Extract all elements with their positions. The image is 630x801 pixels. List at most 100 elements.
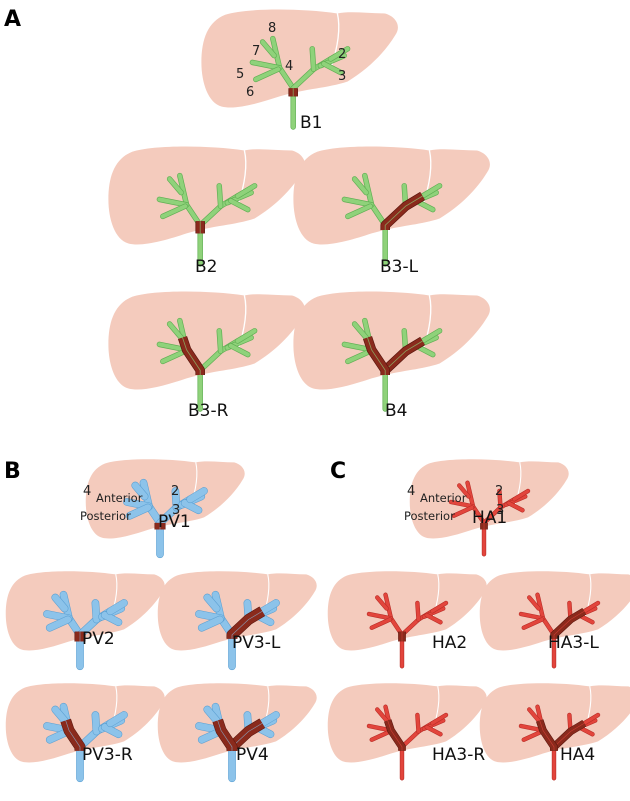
falciform-fissure [583, 686, 592, 732]
falciform-fissure [236, 150, 247, 207]
segment-label: 2 [495, 484, 503, 499]
vessel-branch [258, 599, 280, 615]
vessel-branch [167, 321, 184, 340]
vessel-branch [449, 500, 475, 509]
figure-label-ha2: HA2 [432, 633, 467, 653]
panel-letter-b: B [4, 459, 21, 484]
panel-letter-c: C [330, 459, 346, 484]
vessel-branch [217, 183, 223, 209]
vessel-branch [582, 713, 600, 725]
vessel-branch [46, 616, 72, 632]
vessel-branch [126, 504, 152, 520]
falciform-fissure [421, 295, 432, 352]
figure-label-b2: B2 [195, 257, 217, 277]
vessel-lumen [387, 720, 403, 751]
vessel-branch [507, 501, 525, 512]
vessel-branch [217, 328, 223, 354]
liver-figure-ha4 [479, 683, 630, 781]
figure-label-b1: B1 [300, 113, 322, 133]
panel-letter-a: A [4, 7, 21, 32]
figure-label-ha3-l: HA3-L [548, 633, 599, 653]
vessel-branch [101, 723, 122, 738]
liver-figure-b3-l [293, 146, 490, 267]
segment-label: 4 [407, 484, 415, 499]
vessel-branch [370, 729, 392, 742]
direction-label-anterior: Anterior [96, 491, 143, 505]
vessel-branch [375, 595, 389, 611]
vessel-branch [420, 183, 442, 199]
vessel-branch [457, 483, 471, 499]
vessel-branch [172, 487, 180, 511]
vessel-branch [92, 599, 100, 623]
vessel-branch [131, 482, 148, 500]
vessel-lumen [182, 337, 201, 376]
vessel-branch [101, 611, 122, 626]
figure-label-ha1: HA1 [472, 508, 507, 528]
vessel-branch [51, 594, 68, 612]
falciform-fissure [431, 686, 440, 732]
segment-label: 4 [285, 59, 293, 74]
direction-label-anterior: Anterior [420, 491, 467, 505]
liver-figure-pv4 [157, 683, 317, 783]
falciform-fissure [431, 574, 440, 620]
vessel-branch [352, 321, 369, 340]
vessel-branch [497, 489, 503, 510]
liver-silhouette [108, 291, 305, 390]
falciform-fissure [236, 295, 247, 352]
liver-figure-pv3-r [5, 683, 165, 783]
liver-silhouette [108, 146, 305, 245]
vessel-branch [430, 713, 448, 725]
liver-figure-ha3-l [479, 571, 630, 669]
vessel-branch [420, 328, 442, 344]
figure-label-ha3-r: HA3-R [432, 745, 485, 765]
vessel-branch [228, 343, 250, 357]
vessel-branch [253, 67, 281, 82]
vessel-branch [92, 711, 100, 735]
segment-label: 3 [172, 503, 180, 518]
vessel-branch [415, 601, 421, 622]
vessel-branch [157, 197, 189, 207]
vessel-branch [367, 612, 393, 621]
segment-label: 3 [338, 69, 346, 84]
falciform-fissure [583, 574, 592, 620]
liver-figure-ha2 [327, 571, 487, 669]
vessel-branch [235, 183, 257, 199]
vessel-branch [203, 594, 220, 612]
vessel-branch [160, 349, 188, 364]
liver-silhouette [201, 9, 398, 108]
vessel-branch [512, 489, 530, 501]
vessel-branch [328, 46, 350, 62]
vessel-branch [235, 328, 257, 344]
vessel-branch [415, 713, 421, 734]
segment-label: 3 [496, 503, 504, 518]
vessel-branch [352, 176, 369, 195]
figure-label-pv1: PV1 [158, 512, 191, 532]
vessel-branch [186, 487, 208, 503]
vessel-branch [582, 601, 600, 613]
vessel-lumen [65, 720, 81, 751]
falciform-fissure [329, 13, 340, 70]
figure-label-b3-l: B3-L [380, 257, 419, 277]
figure-label-b3-r: B3-R [188, 401, 229, 421]
liver-silhouette [293, 146, 490, 245]
vessel-branch [258, 711, 280, 727]
vessel-branch [260, 39, 277, 58]
liver-silhouette [293, 291, 490, 390]
figure-label-ha4: HA4 [560, 745, 595, 765]
vessel-lumen [367, 337, 386, 376]
figure-label-pv2: PV2 [82, 629, 115, 649]
vessel-branch [527, 595, 541, 611]
vessel-branch [203, 706, 220, 724]
liver-figure-b1 [201, 9, 398, 130]
segment-label: 2 [171, 484, 179, 499]
direction-label-posterior: Posterior [80, 509, 131, 523]
figure-label-b4: B4 [385, 401, 407, 421]
figure-label-pv3-l: PV3-L [232, 633, 281, 653]
vessel-branch [345, 204, 373, 219]
vessel-branch [228, 198, 250, 212]
liver-figure-b4 [293, 291, 490, 412]
vessel-branch [181, 499, 202, 514]
segment-label: 2 [338, 47, 346, 62]
figure-label-pv3-r: PV3-R [82, 745, 133, 765]
